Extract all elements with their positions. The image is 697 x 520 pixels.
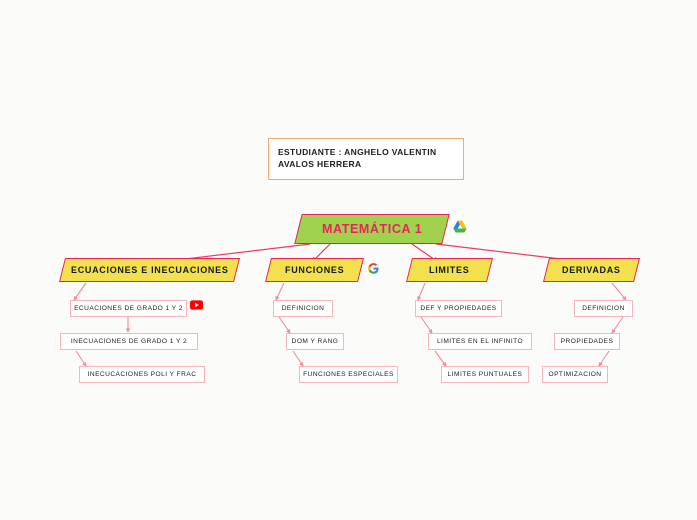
branch-node-funciones[interactable]: FUNCIONES — [265, 258, 364, 282]
leaf-node[interactable]: OPTIMIZACION — [542, 366, 608, 383]
branch-node-limites[interactable]: LIMITES — [406, 258, 493, 282]
student-name-box: ESTUDIANTE : ANGHELO VALENTIN AVALOS HER… — [268, 138, 464, 180]
leaf-node[interactable]: INECUCACIONES POLI Y FRAC — [79, 366, 205, 383]
leaf-node[interactable]: FUNCIONES ESPECIALES — [299, 366, 398, 383]
leaf-node[interactable]: DEFINICION — [273, 300, 333, 317]
leaf-node[interactable]: DOM Y RANG — [286, 333, 344, 350]
youtube-icon[interactable] — [190, 300, 203, 310]
leaf-node[interactable]: PROPIEDADES — [554, 333, 620, 350]
branch-node-derivadas[interactable]: DERIVADAS — [543, 258, 640, 282]
root-node-matematica-1[interactable]: MATEMÁTICA 1 — [294, 214, 450, 244]
leaf-node[interactable]: DEFINICION — [574, 300, 633, 317]
leaf-node[interactable]: LIMITES PUNTUALES — [441, 366, 529, 383]
google-icon[interactable] — [368, 263, 379, 274]
branch-node-label: DERIVADAS — [562, 265, 621, 275]
branch-2-connectors — [417, 282, 447, 367]
branch-node-ecuaciones-e-inecuaciones[interactable]: ECUACIONES E INECUACIONES — [59, 258, 240, 282]
branch-node-label: LIMITES — [429, 265, 470, 275]
leaf-node[interactable]: ECUACIONES DE GRADO 1 Y 2 — [70, 300, 187, 317]
leaf-node[interactable]: INECUACIONES DE GRADO 1 Y 2 — [60, 333, 198, 350]
leaf-node[interactable]: LIMITES EN EL INFINITO — [428, 333, 532, 350]
branch-3-connectors — [598, 282, 627, 367]
branch-node-label: ECUACIONES E INECUACIONES — [70, 265, 229, 275]
branch-node-label: FUNCIONES — [284, 265, 345, 275]
leaf-node[interactable]: DEF Y PROPIEDADES — [415, 300, 502, 317]
google-drive-icon[interactable] — [452, 219, 468, 235]
root-node-label: MATEMÁTICA 1 — [321, 222, 423, 236]
branch-1-connectors — [275, 282, 304, 367]
branch-0-connectors — [73, 282, 131, 367]
